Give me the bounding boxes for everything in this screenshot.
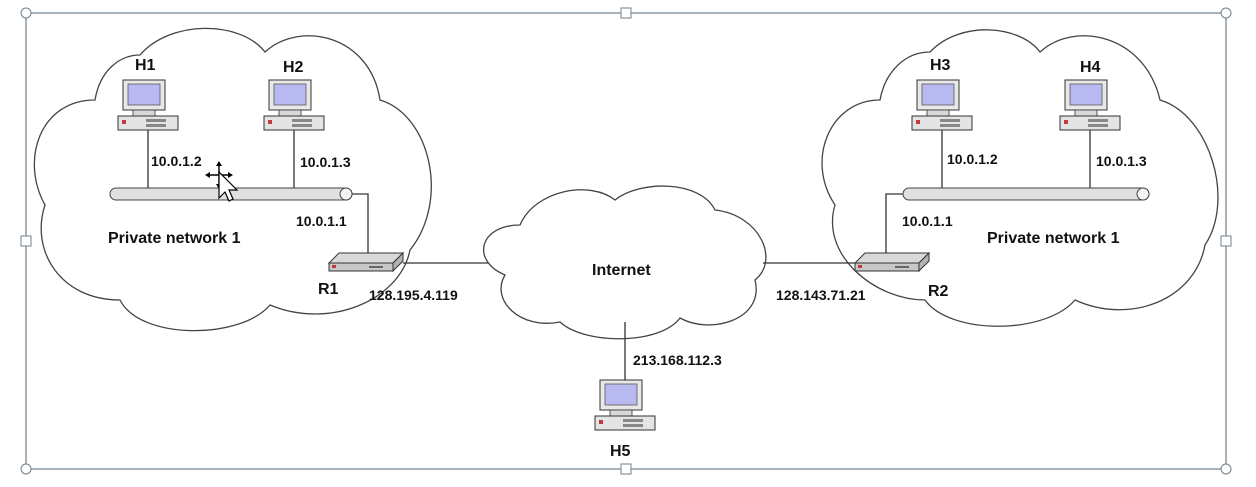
private-network-left-cloud (33, 27, 432, 332)
network-left-label: Private network 1 (108, 230, 241, 247)
resize-handle[interactable] (1220, 235, 1232, 247)
host-h4-label: H4 (1080, 59, 1101, 76)
router-r2-outside-ip: 128.143.71.21 (776, 287, 866, 303)
lan-bus-right (902, 187, 1150, 201)
router-icon[interactable] (854, 252, 930, 272)
resize-handle[interactable] (620, 463, 632, 475)
internet-cloud (483, 185, 767, 340)
resize-handle[interactable] (1220, 463, 1232, 475)
host-h2-label: H2 (283, 59, 304, 76)
host-h4-ip: 10.0.1.3 (1096, 153, 1147, 169)
internet-label: Internet (592, 262, 651, 279)
router-r1-label: R1 (318, 281, 339, 298)
links (147, 130, 1091, 383)
resize-handle[interactable] (20, 235, 32, 247)
resize-handle[interactable] (1220, 7, 1232, 19)
router-r1-outside-ip: 128.195.4.119 (369, 287, 458, 303)
network-right-label: Private network 1 (987, 230, 1120, 247)
host-h5-label: H5 (610, 443, 631, 460)
resize-handle[interactable] (20, 463, 32, 475)
router-r2-inside-ip: 10.0.1.1 (902, 213, 953, 229)
selection-frame (20, 7, 1232, 475)
host-h5-ip: 213.168.112.3 (633, 352, 722, 368)
router-r2-label: R2 (928, 283, 949, 300)
resize-handle[interactable] (620, 7, 632, 19)
router-icon[interactable] (328, 252, 404, 272)
host-h3-ip: 10.0.1.2 (947, 151, 998, 167)
resize-handle[interactable] (20, 7, 32, 19)
router-r1-inside-ip: 10.0.1.1 (296, 213, 347, 229)
computer-icon[interactable] (594, 379, 656, 431)
host-h3-label: H3 (930, 57, 951, 74)
host-h1-label: H1 (135, 57, 156, 74)
host-h2-ip: 10.0.1.3 (300, 154, 351, 170)
host-h1-ip: 10.0.1.2 (151, 153, 202, 169)
private-network-right-cloud (821, 29, 1219, 327)
move-cursor-icon (205, 161, 239, 202)
